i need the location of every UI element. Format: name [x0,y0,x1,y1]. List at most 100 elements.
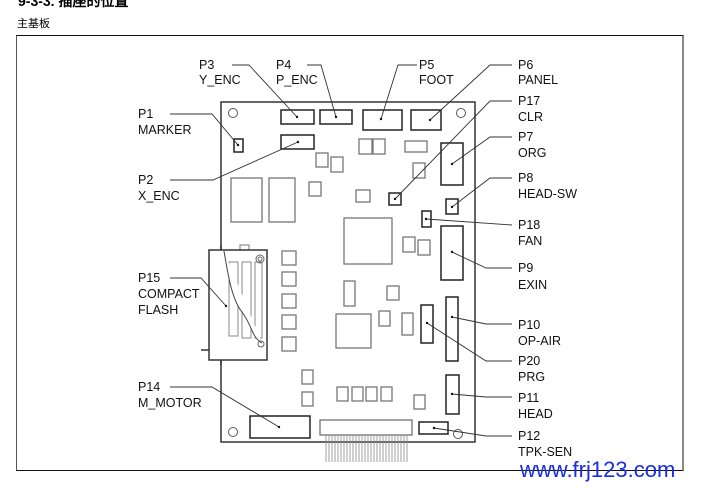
label-p3-name: Y_ENC [199,73,241,87]
leader-p11 [451,393,512,398]
component [301,391,314,407]
label-p7-name: ORG [518,146,546,160]
label-p10-name: OP-AIR [518,334,561,348]
label-p5-id: P5 [419,58,434,72]
leader-p9 [451,251,512,269]
leader-p8 [451,177,512,208]
label-p4-id: P4 [276,58,291,72]
label-p20-name: PRG [518,370,545,384]
dot [450,315,454,319]
label-p11-id: P11 [518,391,539,405]
dot [425,321,429,325]
dot [432,426,436,430]
component [281,314,297,330]
component [336,386,349,402]
component [355,189,371,203]
label-p9-name: EXIN [518,278,547,292]
label-p8-name: HEAD-SW [518,187,577,201]
component [413,394,426,410]
mounting-hole [228,427,238,437]
compact-flash-slot [201,244,268,365]
mounting-hole [453,429,463,439]
component [372,138,386,155]
diagram-frame [16,35,684,471]
leader-p20 [426,322,512,362]
component [308,181,322,197]
dot [424,217,428,221]
label-p15-id: P15 [138,271,160,285]
leader-p1 [170,113,239,146]
component [330,156,344,173]
chip [335,313,372,349]
label-p17-id: P17 [518,94,540,108]
component [412,162,426,179]
dot [428,118,432,122]
label-p10-id: P10 [518,318,540,332]
component [351,386,364,402]
leader-p12 [433,427,512,437]
component [378,310,391,327]
mounting-hole [456,108,466,118]
connector-p6 [410,109,442,131]
label-p9-id: P9 [518,261,533,275]
connector-p5 [362,109,403,131]
component [365,386,378,402]
component [343,280,356,307]
component [404,140,428,153]
label-p5-name: FOOT [419,73,454,87]
leader-p3 [232,64,298,118]
dot [450,392,454,396]
dot [236,143,240,147]
label-p17-name: CLR [518,110,543,124]
cpu-chip [343,217,393,265]
label-p1-name: MARKER [138,123,191,137]
label-p3-id: P3 [199,58,214,72]
component [401,312,414,336]
dot [450,205,454,209]
label-p4-name: P_ENC [276,73,318,87]
component [358,138,373,155]
label-p20-id: P20 [518,354,540,368]
ribbon-connector [319,419,413,436]
board-title: 主基板 [17,18,50,30]
label-p6-name: PANEL [518,73,558,87]
ribbon-fins [325,435,408,462]
label-p14-name: M_MOTOR [138,396,202,410]
component [281,271,297,287]
mounting-hole [228,108,238,118]
connector-p10 [445,296,459,362]
component [268,177,296,223]
component [386,285,400,301]
label-p12-id: P12 [518,429,540,443]
dot [450,250,454,254]
leader-p4 [307,64,337,118]
leader-p6 [429,64,512,121]
label-p15-name-2: FLASH [138,303,178,317]
label-p11-name: HEAD [518,407,553,421]
label-p18-name: FAN [518,234,542,248]
label-p15-name-1: COMPACT [138,287,200,301]
section-heading: 9-3-3. 插座的位置 [18,0,129,9]
component [315,152,329,168]
dot [379,117,383,121]
label-p12-name: TPK-SEN [518,445,572,459]
dot [450,162,454,166]
leader-p14 [170,386,280,428]
leader-p7 [451,136,512,165]
leader-p15 [170,277,227,307]
dot [277,425,281,429]
component [380,386,393,402]
label-p2-name: X_ENC [138,189,180,203]
component [230,177,263,223]
component [281,336,297,352]
component [281,293,297,309]
label-p7-id: P7 [518,130,533,144]
leader-p10 [451,316,512,325]
component [301,369,314,385]
label-p18-id: P18 [518,218,540,232]
leader-p5 [380,64,417,120]
watermark: www.frj123.com [520,457,676,482]
component [417,239,431,256]
component [402,236,416,253]
